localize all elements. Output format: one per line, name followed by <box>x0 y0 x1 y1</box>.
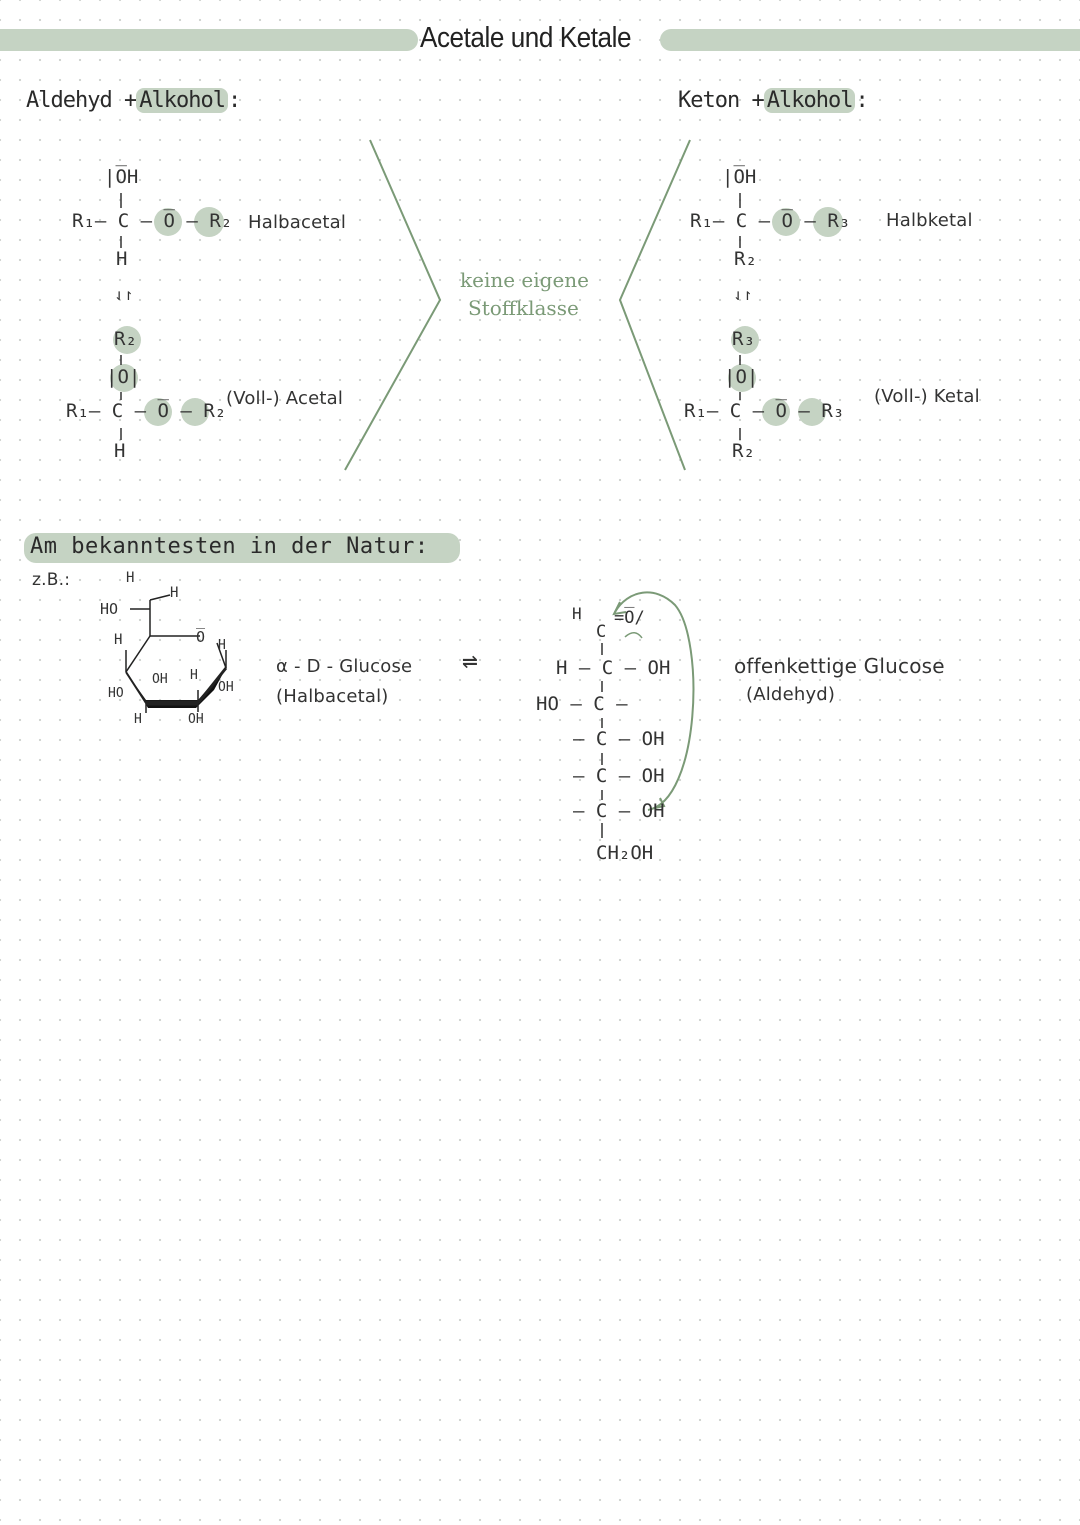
heading-colon: : <box>227 88 241 113</box>
title-bar-right <box>660 29 1080 51</box>
ring-o: O̅ <box>196 628 206 646</box>
chain-row5: – C – OH <box>573 765 665 787</box>
hl-r3-right-full2 <box>798 398 826 426</box>
nature-heading-highlight <box>24 533 460 563</box>
heading-plus: + <box>751 88 764 113</box>
ring-h-top: H <box>126 570 135 586</box>
right-heading: Keton +Alkohol: <box>678 88 869 113</box>
ring-h-left: H <box>114 632 123 648</box>
heading-alkohol: Alkohol <box>136 88 228 113</box>
glucose-equilibrium: ⇌ <box>462 646 478 676</box>
right-full-r: R₃ <box>732 328 755 350</box>
chain-row7: CH₂OH <box>596 842 654 864</box>
right-chevron <box>618 139 691 471</box>
glucose-halbacetal-label: (Halbacetal) <box>276 686 389 707</box>
nature-heading: Am bekanntesten in der Natur: <box>30 534 429 559</box>
left-equilibrium: ⇃↾ <box>114 285 134 304</box>
left-full-middle: R₁– C – O̅ – R₂ <box>66 400 227 422</box>
o-atom: O̅ <box>163 210 175 232</box>
zb-label: z.B.: <box>32 570 71 590</box>
heading-alkohol: Alkohol <box>763 88 856 113</box>
o-atom: O̅ <box>157 400 169 422</box>
right-full-o: |O| <box>724 366 759 388</box>
left-full-r: R₂ <box>114 328 137 350</box>
right-equilibrium: ⇃↾ <box>733 285 753 304</box>
r2: R₂ <box>209 210 233 232</box>
right-full-middle: R₁– C – O̅ – R₃ <box>684 400 845 422</box>
chain-row2: H – C – OH <box>556 657 671 679</box>
chain-c1: C <box>596 622 607 642</box>
heading-aldehyd: Aldehyd <box>26 88 113 113</box>
open-chain-label: offenkettige Glucose <box>734 654 945 678</box>
hl-o-right-full-top <box>728 364 756 392</box>
ring-oh-bottom: OH <box>188 712 204 727</box>
hl-o-left-full <box>144 398 172 426</box>
hl-r3-right-full <box>731 326 759 354</box>
hl-o-right-full <box>762 398 790 426</box>
o-atom: O̅ <box>775 400 787 422</box>
left-heading: Aldehyd +Alkohol: <box>26 88 241 113</box>
right-half-top: |O̅H <box>722 166 757 188</box>
r1-c: R₁– C – <box>684 400 765 422</box>
arrow-loop <box>614 591 695 811</box>
hl-r3-right-half <box>813 207 843 237</box>
nature-heading-colon: : <box>414 534 429 559</box>
center-line2: Stoffklasse <box>468 296 579 320</box>
vollketal-label: (Voll-) Ketal <box>874 386 980 407</box>
ring-oh-mid: OH <box>152 672 168 687</box>
left-chevron <box>344 139 442 471</box>
halbacetal-label: Halbacetal <box>248 212 347 233</box>
center-line1: keine eigene <box>460 268 590 292</box>
heading-keton: Keton <box>678 88 740 113</box>
hl-o-left-full-top <box>110 364 138 392</box>
left-full-o: |O| <box>106 366 141 388</box>
right-half-bottom: R₂ <box>734 248 757 270</box>
hl-o-right-half <box>772 208 800 236</box>
glucose-ring <box>125 594 228 713</box>
r3: R₃ <box>827 210 851 232</box>
chain-row3: HO – C – <box>536 693 628 715</box>
right-half-middle: R₁– C – O̅ – R₃ <box>690 210 851 232</box>
r1-c: R₁– C – <box>66 400 147 422</box>
r2: R₂ <box>203 400 227 422</box>
title-bar-left <box>0 29 418 51</box>
r1-c: R₁– C – <box>690 210 771 232</box>
ring-oh-right: OH <box>218 680 234 695</box>
chain-row6: – C – OH <box>573 800 665 822</box>
page-title: Acetale und Ketale <box>420 22 632 54</box>
nature-heading-text: Am bekanntesten in der Natur <box>30 534 415 559</box>
heading-plus: + <box>123 88 137 113</box>
ring-ho-top: HO <box>100 600 119 618</box>
left-half-top: |O̅H <box>104 166 139 188</box>
open-chain-aldehyd-label: (Aldehyd) <box>746 684 836 705</box>
ring-h-top2: H <box>170 585 179 601</box>
o-atom: O̅ <box>781 210 793 232</box>
chain-o1: =O̅/ <box>614 608 645 628</box>
hl-r2-left-half <box>194 207 224 237</box>
left-half-middle: R₁– C – O̅ – R₂ <box>72 210 233 232</box>
ring-h-right: H <box>218 638 226 653</box>
hl-o-left-half <box>154 208 182 236</box>
vollacetal-label: (Voll-) Acetal <box>226 388 344 409</box>
glucose-label: α - D - Glucose <box>276 656 413 677</box>
hl-r2-left-full <box>113 326 141 354</box>
hl-r2-left-full2 <box>181 398 209 426</box>
chain-row4: – C – OH <box>573 728 665 750</box>
left-full-bottom: H <box>114 440 126 462</box>
right-full-bottom: R₂ <box>732 440 755 462</box>
r1-c: R₁– C – <box>72 210 153 232</box>
chain-h1: H <box>572 604 582 623</box>
left-half-bottom: H <box>116 248 128 270</box>
heading-colon: : <box>855 88 868 113</box>
ring-h-bottom: H <box>134 712 142 727</box>
ring-ho-left: HO <box>108 686 124 701</box>
r3: R₃ <box>821 400 845 422</box>
halbketal-label: Halbketal <box>886 210 973 231</box>
ring-h-mid: H <box>190 668 198 683</box>
